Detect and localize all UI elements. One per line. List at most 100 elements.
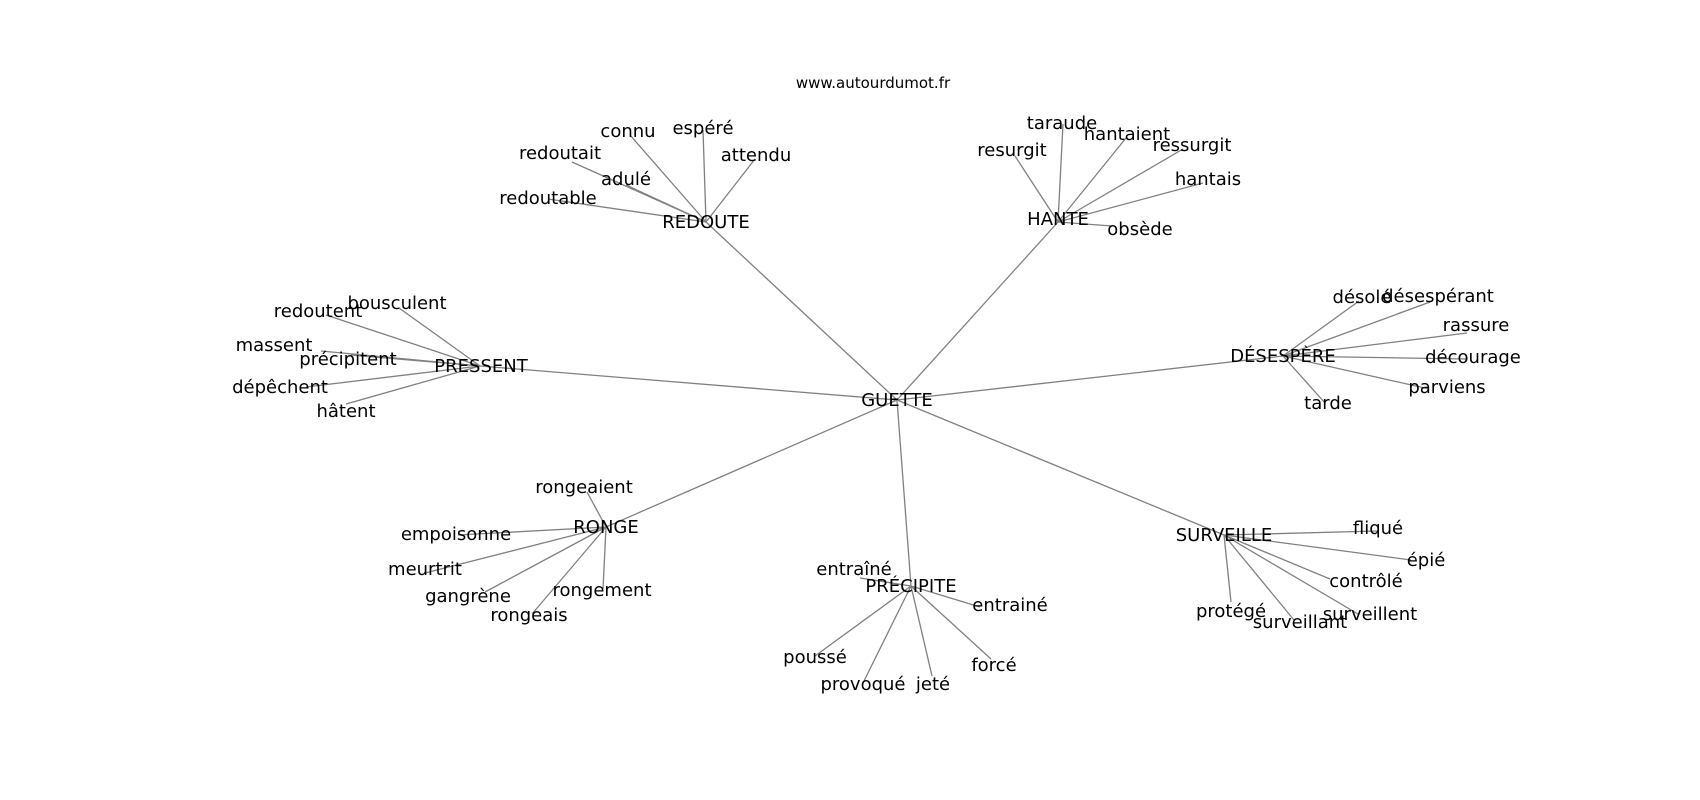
leaf-node-label: surveillent	[1323, 604, 1417, 625]
leaf-node-label: dépêchent	[232, 377, 328, 398]
leaf-node-label: hantaient	[1084, 124, 1170, 145]
leaf-node-label: attendu	[721, 145, 791, 166]
edge-cluster-4-leaf-5	[602, 526, 607, 590]
leaf-node-label: entrainé	[972, 595, 1047, 616]
leaf-node-label: redoutait	[519, 143, 601, 164]
leaf-node-label: forcé	[971, 655, 1016, 676]
edge-cluster-3-leaf-2	[1282, 332, 1468, 357]
edge-cluster-5-leaf-1	[910, 585, 981, 608]
leaf-node-label: désolé	[1333, 287, 1392, 308]
leaf-node-label: hâtent	[316, 401, 375, 422]
leaf-node-label: resurgit	[977, 140, 1046, 161]
edge-cluster-1-leaf-0	[1014, 155, 1059, 223]
graph-edges	[305, 123, 1468, 682]
leaf-node-label: précipitent	[299, 349, 396, 370]
edge-cluster-2-leaf-4	[305, 365, 481, 388]
edge-cluster-1-leaf-3	[1057, 148, 1184, 223]
leaf-node-label: contrôlé	[1329, 571, 1402, 592]
leaf-node-label: bousculent	[347, 293, 446, 314]
edge-cluster-4-leaf-1	[457, 526, 607, 536]
leaf-node-label: espéré	[672, 118, 733, 139]
cluster-node-label: SURVEILLE	[1176, 525, 1273, 546]
edge-center-to-1	[896, 221, 1059, 401]
edge-cluster-6-leaf-4	[1223, 534, 1295, 621]
edge-cluster-0-leaf-2	[625, 184, 707, 223]
cluster-node-label: HANTE	[1027, 209, 1089, 230]
edge-cluster-0-leaf-4	[702, 129, 707, 223]
edge-cluster-6-leaf-1	[1223, 534, 1412, 561]
edge-cluster-1-leaf-1	[1057, 123, 1064, 223]
edge-cluster-4-leaf-2	[424, 526, 607, 574]
leaf-node-label: meurtrit	[388, 559, 462, 580]
edge-cluster-6-leaf-3	[1223, 534, 1359, 615]
edge-cluster-3-leaf-1	[1282, 301, 1431, 357]
edge-center-to-4	[605, 399, 898, 528]
leaf-node-label: rongeais	[490, 605, 567, 626]
leaf-node-label: provoqué	[820, 674, 905, 695]
edge-cluster-3-leaf-0	[1282, 300, 1360, 357]
edge-center-to-0	[705, 221, 898, 401]
edge-cluster-0-leaf-3	[629, 134, 707, 223]
leaf-node-label: poussé	[783, 647, 847, 668]
edge-cluster-0-leaf-0	[547, 198, 707, 223]
leaf-node-label: désespérant	[1382, 286, 1494, 307]
leaf-node-label: taraude	[1027, 113, 1097, 134]
edge-cluster-2-leaf-5	[345, 365, 481, 405]
edge-cluster-6-leaf-5	[1223, 534, 1232, 603]
leaf-node-label: décourage	[1425, 347, 1521, 368]
leaf-node-label: surveillant	[1253, 612, 1347, 633]
edge-cluster-0-leaf-5	[705, 158, 756, 223]
leaf-node-label: fliqué	[1353, 518, 1403, 539]
edge-cluster-3-leaf-5	[1282, 355, 1326, 404]
edge-cluster-5-leaf-0	[859, 577, 912, 587]
leaf-node-label: protégé	[1196, 601, 1266, 622]
edge-cluster-1-leaf-5	[1057, 221, 1113, 227]
edge-cluster-6-leaf-0	[1223, 530, 1378, 536]
leaf-node-label: obsède	[1107, 219, 1172, 240]
edge-cluster-4-leaf-3	[484, 526, 607, 593]
leaf-node-label: hantais	[1175, 169, 1241, 190]
edge-cluster-2-leaf-0	[398, 307, 481, 367]
edge-center-to-6	[896, 399, 1225, 536]
cluster-node-label: RONGE	[573, 517, 638, 538]
leaf-node-label: empoisonne	[401, 524, 511, 545]
edge-cluster-4-leaf-4	[531, 526, 607, 615]
edge-cluster-3-leaf-4	[1282, 355, 1430, 390]
edge-cluster-3-leaf-3	[1282, 355, 1468, 360]
leaf-node-label: connu	[600, 121, 655, 142]
site-url: www.autourdumot.fr	[796, 74, 951, 92]
edge-center-to-3	[896, 355, 1284, 401]
leaf-node-label: entraîné	[816, 559, 891, 580]
leaf-node-label: tarde	[1304, 393, 1352, 414]
leaf-node-label: jeté	[915, 674, 950, 695]
edge-cluster-5-leaf-2	[814, 585, 912, 657]
leaf-node-label: redoutent	[274, 301, 363, 322]
edge-cluster-5-leaf-5	[910, 585, 992, 660]
edge-cluster-1-leaf-2	[1057, 137, 1127, 223]
leaf-node-label: parviens	[1408, 377, 1485, 398]
edge-cluster-5-leaf-4	[910, 585, 933, 677]
leaf-node-label: ressurgit	[1153, 135, 1232, 156]
cluster-node-label: DÉSESPÈRE	[1230, 345, 1336, 367]
edge-cluster-2-leaf-1	[325, 314, 481, 367]
edge-cluster-2-leaf-3	[350, 354, 481, 367]
cluster-node-label: PRÉCIPITE	[865, 575, 956, 597]
leaf-node-label: gangrène	[425, 586, 511, 607]
edge-center-to-5	[896, 399, 912, 587]
cluster-node-label: PRESSENT	[434, 356, 528, 377]
leaf-node-label: redoutable	[499, 188, 597, 209]
leaf-node-label: adulé	[601, 169, 651, 190]
edge-center-to-2	[479, 365, 898, 401]
leaf-node-label: rongement	[553, 580, 652, 601]
leaf-node-label: rassure	[1443, 315, 1510, 336]
edge-cluster-1-leaf-4	[1057, 182, 1204, 223]
center-node-label: GUETTE	[861, 390, 933, 411]
leaf-node-label: massent	[236, 335, 313, 356]
cluster-node-label: REDOUTE	[662, 212, 749, 233]
edge-cluster-6-leaf-2	[1223, 534, 1331, 580]
leaf-node-label: épié	[1407, 550, 1446, 571]
leaf-node-label: rongeaient	[535, 477, 633, 498]
edge-cluster-4-leaf-0	[586, 491, 607, 528]
